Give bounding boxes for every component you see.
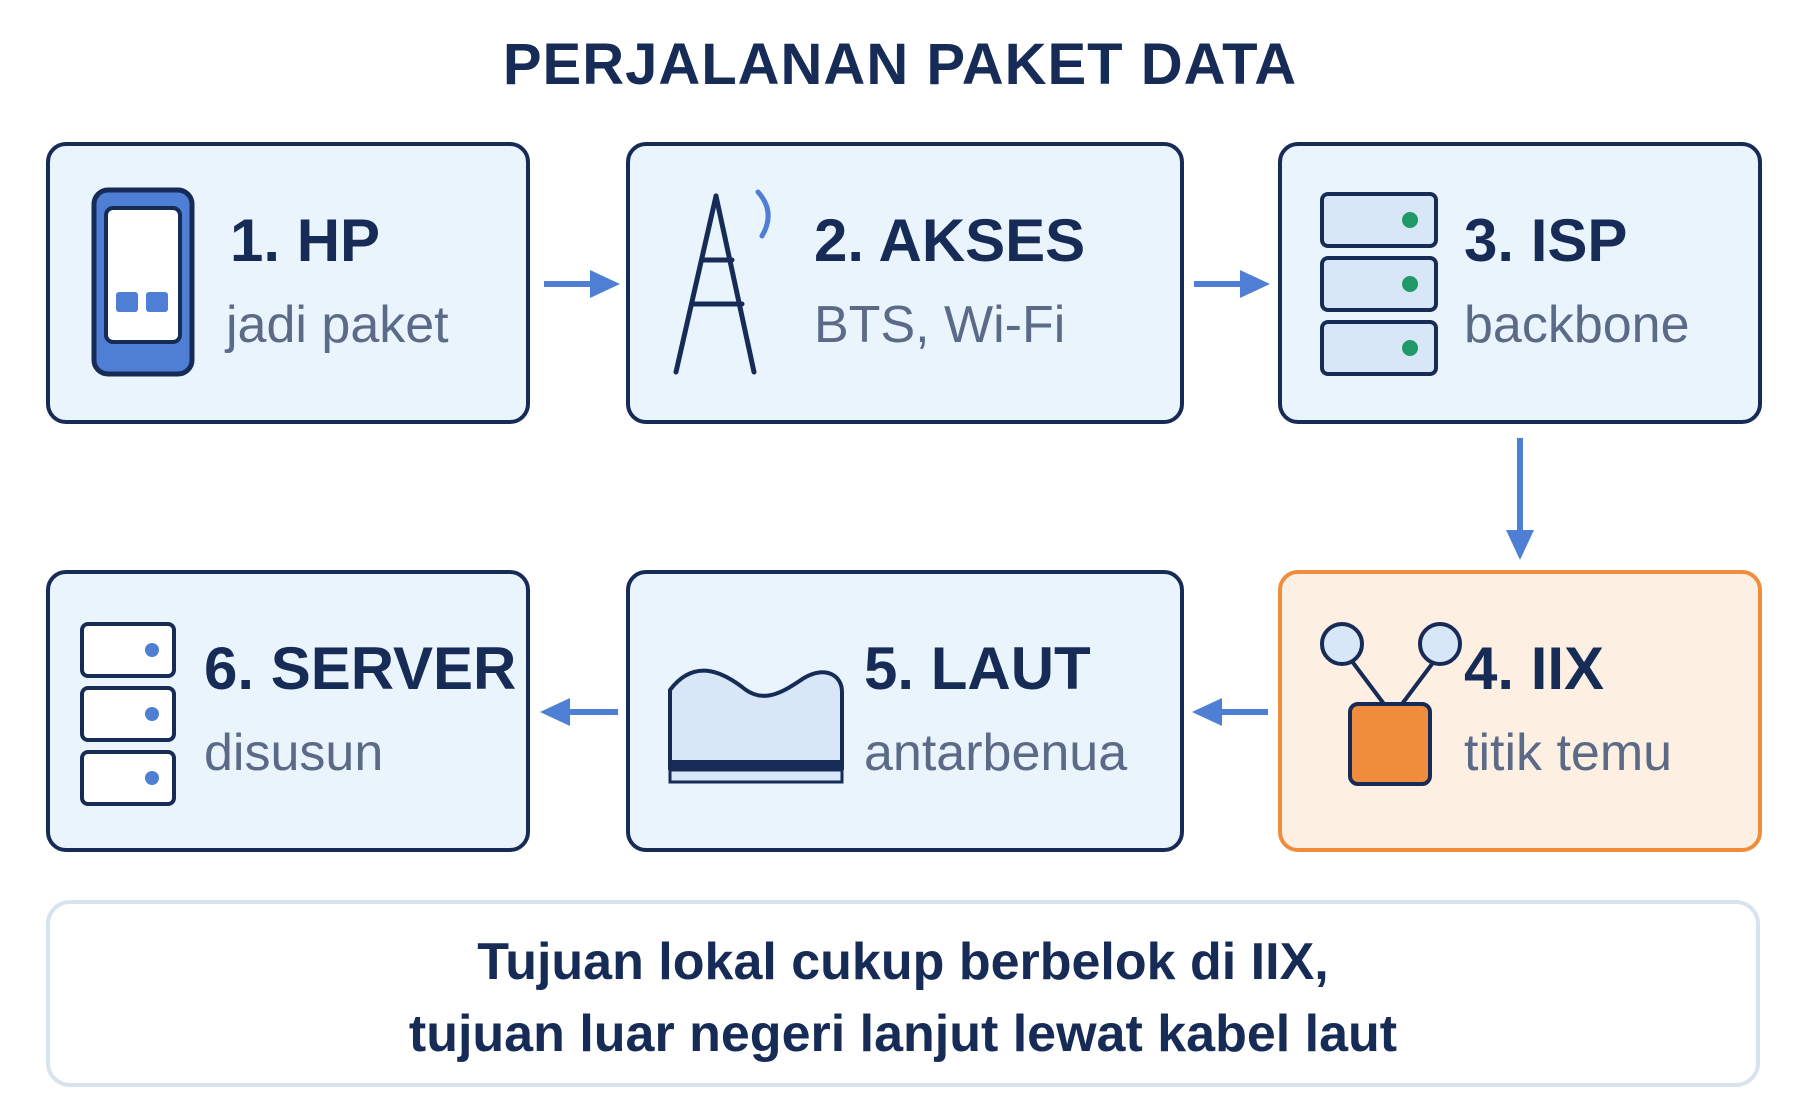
arrow-left-icon [540, 698, 618, 726]
step-isp-title: 3. ISP [1464, 207, 1628, 274]
arrow-down-icon [1506, 438, 1534, 560]
arrow-right-icon [1194, 270, 1270, 298]
step-iix-box: 4. IIX titik temu [1278, 570, 1762, 852]
step-server-title: 6. SERVER [204, 635, 517, 702]
step-server-subtitle: disusun [204, 724, 384, 782]
server-icon [80, 622, 176, 806]
diagram-title: PERJALANAN PAKET DATA [502, 32, 1298, 97]
step-laut-title: 5. LAUT [864, 635, 1091, 702]
step-hp-box: 1. HP jadi paket [46, 142, 530, 424]
step-server-box: 6. SERVER disusun [46, 570, 530, 852]
step-iix-subtitle: titik temu [1464, 724, 1673, 782]
arrow-right-icon [544, 270, 620, 298]
step-hp-subtitle: jadi paket [226, 296, 449, 354]
cell-tower-icon [673, 189, 771, 375]
exchange-node-icon [1320, 622, 1462, 786]
step-laut-subtitle: antarbenua [864, 724, 1128, 782]
server-rack-icon [1320, 192, 1438, 376]
summary-note: Tujuan lokal cukup berbelok di IIX, tuju… [46, 900, 1760, 1087]
step-akses-subtitle: BTS, Wi-Fi [814, 296, 1066, 354]
summary-note-line-2: tujuan luar negeri lanjut lewat kabel la… [408, 1005, 1398, 1063]
summary-note-line-1: Tujuan lokal cukup berbelok di IIX, [477, 933, 1329, 991]
smartphone-icon [91, 187, 195, 377]
step-isp-box: 3. ISP backbone [1278, 142, 1762, 424]
step-laut-box: 5. LAUT antarbenua [626, 570, 1184, 852]
step-akses-box: 2. AKSES BTS, Wi-Fi [626, 142, 1184, 424]
step-isp-subtitle: backbone [1464, 296, 1690, 354]
step-akses-title: 2. AKSES [814, 207, 1086, 274]
undersea-cable-icon [668, 668, 844, 784]
step-hp-title: 1. HP [230, 207, 381, 274]
arrow-left-icon [1192, 698, 1268, 726]
step-iix-title: 4. IIX [1464, 635, 1605, 702]
